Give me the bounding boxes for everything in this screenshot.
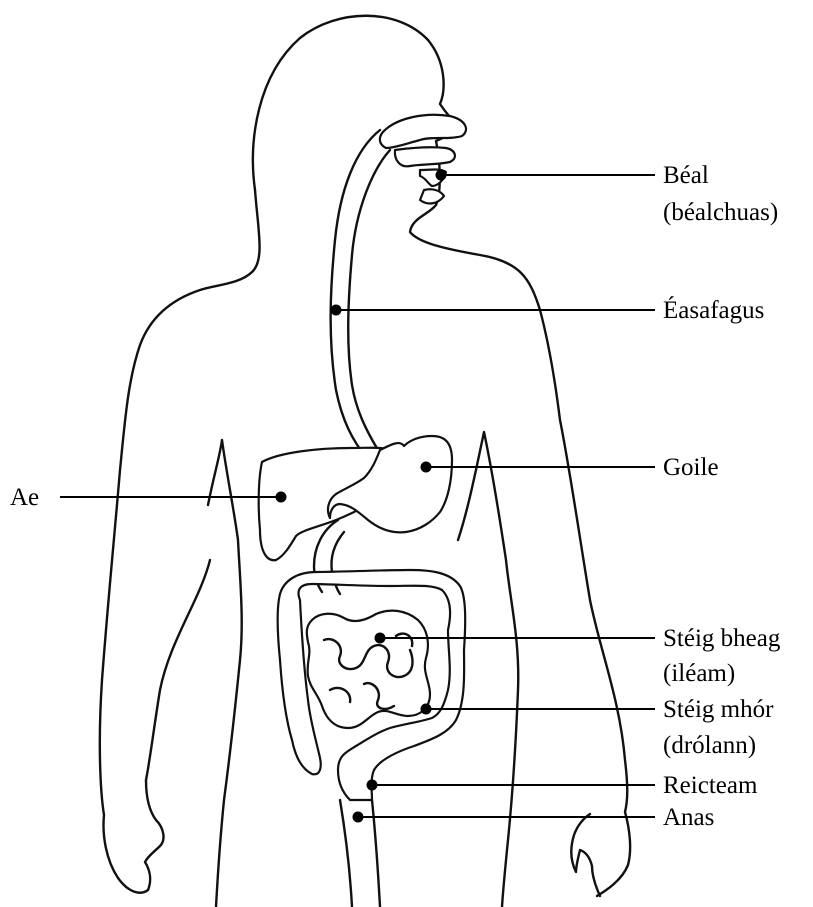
label-liver: Ae: [10, 484, 39, 511]
dot-large-intestine: [421, 704, 432, 715]
label-mouth-sub: (béalchuas): [663, 199, 778, 226]
oesophagus-wall-right: [348, 150, 390, 450]
palate: [380, 115, 466, 148]
left-torso-outline: [208, 440, 242, 907]
dot-mouth: [436, 170, 447, 181]
label-large-intestine: Stéig mhór: [663, 696, 774, 723]
dot-rectum: [367, 780, 378, 791]
leg-line-left: [340, 800, 352, 907]
label-anus: Anas: [663, 804, 714, 831]
right-hand-outline: [571, 814, 600, 896]
dot-anus: [353, 812, 364, 823]
dot-small-intestine: [375, 633, 386, 644]
label-small-intestine: Stéig bheag: [663, 625, 781, 652]
label-mouth: Béal: [663, 162, 709, 189]
left-hand-outline: [146, 560, 210, 780]
dot-stomach: [421, 462, 432, 473]
label-small-intestine-sub: (iléam): [663, 660, 735, 687]
label-stomach: Goile: [663, 454, 719, 481]
tongue: [395, 147, 455, 166]
dot-oesophagus: [331, 305, 342, 316]
mouth-cavity: [380, 115, 466, 204]
label-rectum: Reicteam: [663, 772, 758, 799]
label-oesophagus: Éasafagus: [663, 296, 764, 324]
right-torso-outline: [458, 432, 518, 907]
dot-liver: [276, 492, 287, 503]
label-large-intestine-sub: (drólann): [663, 732, 756, 759]
small-intestine: [307, 611, 430, 728]
left-arm-outline: [100, 190, 260, 893]
oesophagus: [331, 130, 390, 460]
